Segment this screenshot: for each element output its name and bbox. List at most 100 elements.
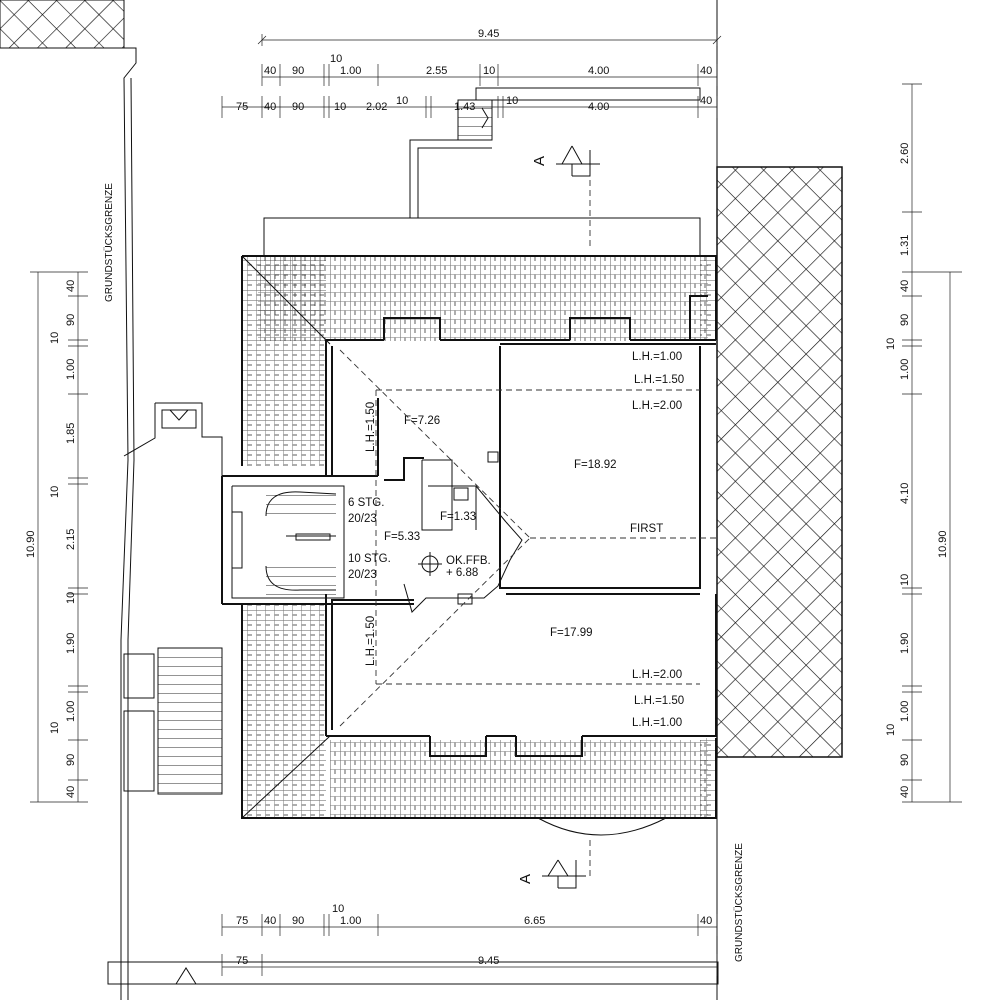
dimension-right-chain: 2.60 1.31 40 90 10 1.00 4.10 10 1.90 10 … (885, 83, 962, 803)
dim-bot-r1-0: 75 (236, 915, 248, 927)
room-ne-ceiling-height-1: L.H.=1.00 (632, 351, 682, 363)
room-sw-ceiling-height: L.H.=1.50 (365, 616, 377, 666)
dim-left-5: 10 (49, 486, 61, 498)
hall (377, 398, 523, 613)
dim-right-10: 1.00 (899, 701, 911, 722)
neighbour-building-right (716, 166, 843, 758)
dim-top-r1-3: 1.00 (340, 65, 361, 77)
dimension-top-row2: 75 40 90 10 2.02 10 1.43 10 4.00 40 (221, 95, 718, 118)
dim-right-0: 2.60 (899, 143, 911, 164)
dim-bot-total: 9.45 (478, 955, 499, 967)
exterior-stair-treads (157, 647, 223, 795)
ridge-label: FIRST (630, 523, 663, 535)
dim-top-r2-1: 40 (264, 101, 276, 113)
dim-top-r2-0: 75 (236, 101, 248, 113)
dim-top-r2-7: 10 (506, 95, 518, 107)
dim-top-r2-2: 90 (292, 101, 304, 113)
dimension-left-chain: 40 90 10 1.00 1.85 10 2.15 10 1.90 10 1.… (25, 271, 88, 803)
floor-level-value: + 6.88 (446, 567, 478, 579)
roof-tiles (242, 256, 716, 818)
stairs-upper-ratio: 20/23 (348, 513, 377, 525)
section-marker-top: A (531, 145, 600, 177)
dormers-bottom (429, 736, 583, 757)
dim-bot-r1-2: 90 (292, 915, 304, 927)
room-se-area: F=17.99 (550, 627, 593, 639)
dim-top-r2-6: 1.43 (454, 101, 475, 113)
room-se-ceiling-height-1: L.H.=2.00 (632, 669, 682, 681)
stairs-upper-count: 6 STG. (348, 497, 384, 509)
room-ne-ceiling-height-2: L.H.=1.50 (634, 374, 684, 386)
dim-top-r2-8: 4.00 (588, 101, 609, 113)
room-se-ceiling-height-2: L.H.=1.50 (634, 695, 684, 707)
dim-right-8: 1.90 (899, 633, 911, 654)
dim-top-r2-9: 40 (700, 95, 712, 107)
dim-left-total: 10.90 (25, 530, 37, 558)
dim-top-r1-5: 10 (483, 65, 495, 77)
dormers-top (383, 295, 708, 340)
dim-right-5: 1.00 (899, 359, 911, 380)
dim-bot-r1-4: 1.00 (340, 915, 361, 927)
stairs-lower-count: 10 STG. (348, 553, 391, 565)
dim-left-1: 90 (65, 314, 77, 326)
dim-left-3: 1.00 (65, 359, 77, 380)
left-annex (107, 402, 719, 985)
interior-stairs (265, 488, 337, 596)
dim-left-11: 90 (65, 754, 77, 766)
bottom-curve (537, 817, 667, 836)
dim-left-2: 10 (49, 332, 61, 344)
dim-left-6: 2.15 (65, 529, 77, 550)
dim-right-1: 1.31 (899, 235, 911, 256)
dim-right-3: 90 (899, 314, 911, 326)
dim-left-10: 1.00 (65, 701, 77, 722)
property-boundary-left (120, 0, 137, 1000)
dim-bot-r1-1: 40 (264, 915, 276, 927)
dim-right-12: 40 (899, 786, 911, 798)
dim-bot-r1-6: 40 (700, 915, 712, 927)
stairs-lower-ratio: 20/23 (348, 569, 377, 581)
dim-right-11: 90 (899, 754, 911, 766)
floor-level-label: OK.FFB. (446, 555, 491, 567)
property-line-label-left: GRUNDSTÜCKSGRENZE (103, 183, 115, 302)
dim-top-r1-2: 10 (330, 53, 342, 65)
dimension-top-total: 9.45 (257, 28, 722, 46)
dim-bot-total-left: 75 (236, 955, 248, 967)
neighbour-building-top-left (0, 0, 125, 49)
dimension-bottom-total: 75 9.45 (221, 954, 718, 976)
dim-top-r1-1: 90 (292, 65, 304, 77)
top-balcony (457, 87, 701, 141)
dim-right-6: 4.10 (899, 483, 911, 504)
dim-left-8: 1.90 (65, 633, 77, 654)
dim-top-r1-0: 40 (264, 65, 276, 77)
dim-right-2: 40 (899, 280, 911, 292)
dim-top-total: 9.45 (478, 28, 499, 40)
room-se-ceiling-height-3: L.H.=1.00 (632, 717, 682, 729)
dim-right-9: 10 (885, 724, 897, 736)
dim-right-total: 10.90 (937, 530, 949, 558)
section-label-bottom: A (517, 874, 534, 884)
room-nw-area: F=7.26 (404, 415, 440, 427)
dim-top-r1-4: 2.55 (426, 65, 447, 77)
interior-walls (221, 339, 717, 737)
dim-top-r2-4: 2.02 (366, 101, 387, 113)
dim-left-9: 10 (49, 722, 61, 734)
dim-bot-r1-5: 6.65 (524, 915, 545, 927)
dim-top-r1-7: 40 (700, 65, 712, 77)
dim-right-7: 10 (899, 574, 911, 586)
room-ne-area: F=18.92 (574, 459, 617, 471)
dimension-bottom-row1: 75 40 90 10 1.00 6.65 40 (221, 903, 718, 936)
section-label-top: A (531, 156, 548, 166)
hall-area: F=5.33 (384, 531, 420, 543)
dim-bot-r1-3: 10 (332, 903, 344, 915)
room-nw-ceiling-height: L.H.=1.50 (365, 402, 377, 452)
dim-top-r1-6: 4.00 (588, 65, 609, 77)
hidden-lines (339, 150, 716, 880)
dimension-top-row1: 40 90 10 1.00 2.55 10 4.00 40 (261, 53, 718, 86)
property-line-label-right: GRUNDSTÜCKSGRENZE (733, 843, 745, 962)
dim-left-12: 40 (65, 786, 77, 798)
dim-left-4: 1.85 (65, 423, 77, 444)
bath-area: F=1.33 (440, 511, 476, 523)
room-labels: F=7.26 L.H.=1.50 L.H.=1.00 L.H.=1.50 L.H… (348, 348, 696, 730)
dim-top-r2-5: 10 (396, 95, 408, 107)
section-marker-bottom: A (517, 859, 586, 889)
